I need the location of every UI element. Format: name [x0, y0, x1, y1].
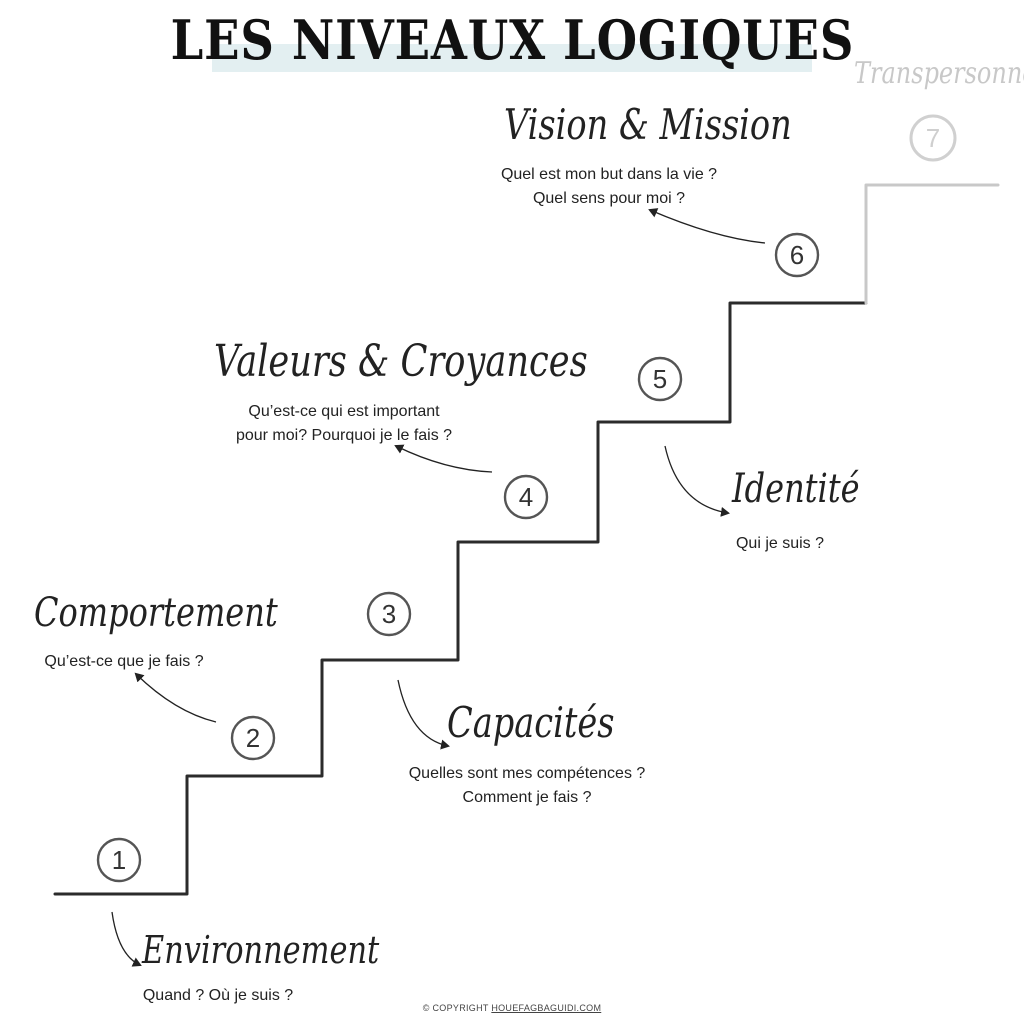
title-container: LES NIVEAUX LOGIQUES: [0, 8, 1024, 72]
level-3-number: 3: [381, 599, 397, 629]
arrow-level-3: [397, 679, 450, 750]
level-2-circle: [230, 715, 276, 761]
copyright-notice: © COPYRIGHT HOUEFAGBAGUIDI.COM: [422, 1003, 602, 1013]
level-6-circle: [774, 232, 820, 278]
staircase-step-7: [864, 183, 1000, 305]
copyright-site-link[interactable]: HOUEFAGBAGUIDI.COM: [491, 1003, 602, 1013]
level-6-question: Quel est mon but dans la vie ? Quel sens…: [500, 166, 718, 207]
title-highlight-band: [212, 44, 812, 72]
level-3-question: Quelles sont mes compétences ? Comment j…: [408, 765, 646, 806]
level-7-label: Transpersonnel: [854, 56, 1024, 91]
level-7-number: 7: [925, 123, 941, 153]
level-1-number: 1: [111, 845, 127, 875]
level-6-label: Vision & Mission: [504, 100, 792, 149]
level-5-circle: [637, 356, 683, 402]
level-3-circle: [366, 591, 412, 637]
level-4-circle: [503, 474, 549, 520]
level-2-number: 2: [245, 723, 261, 753]
arrow-level-6: [648, 208, 766, 244]
arrow-level-1: [111, 911, 142, 967]
level-1-circle: [96, 837, 142, 883]
level-2-question: Qu’est-ce que je fais ?: [44, 653, 204, 670]
level-5-label: Identité: [732, 466, 860, 512]
staircase-outline: [53, 301, 868, 896]
level-1-label: Environnement: [142, 928, 380, 972]
arrow-level-2: [134, 672, 217, 723]
level-4-label: Valeurs & Croyances: [214, 336, 588, 387]
level-5-number: 5: [652, 364, 668, 394]
level-7-circle: [909, 114, 957, 162]
level-3-label: Capacités: [447, 698, 615, 747]
level-1-question: Quand ? Où je suis ?: [142, 987, 294, 1004]
level-4-number: 4: [518, 482, 534, 512]
arrow-level-5: [664, 445, 730, 517]
level-2-label: Comportement: [34, 590, 278, 636]
level-5-question: Qui je suis ?: [735, 535, 825, 552]
level-4-question: Qu’est-ce qui est important pour moi? Po…: [235, 403, 453, 444]
level-6-number: 6: [789, 240, 805, 270]
page-title: LES NIVEAUX LOGIQUES: [170, 8, 854, 72]
arrow-level-4: [394, 444, 493, 473]
